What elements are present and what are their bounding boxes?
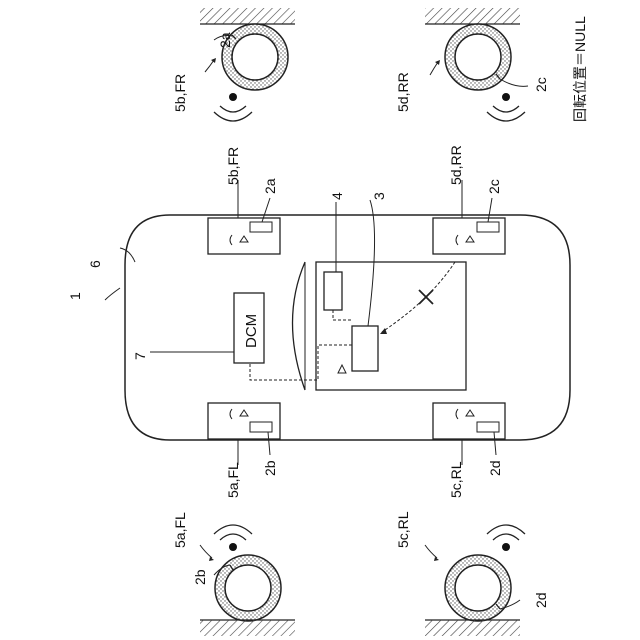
ground-hatch-rr [425,8,520,24]
label-ref-7: 7 [132,352,148,360]
label-2a-body: 2a [262,178,278,194]
ground-hatch-rl [425,620,520,636]
signal-wave-fr-1 [220,106,246,112]
tire-rr-top [425,8,528,121]
tire-fr-top [200,8,295,121]
signal-wave-fl-2 [214,525,252,534]
sensor-dot-rr [502,93,510,101]
label-2c-top: 2c [533,77,549,92]
label-5a-fl-bottom: 5a,FL [172,512,188,548]
label-5b-fr-body: 5b,FR [225,147,241,185]
label-5a-fl-body: 5a,FL [225,462,241,498]
signal-wave-rl-2 [487,525,525,534]
label-5d-rr-top: 5d,RR [395,72,411,112]
label-5c-rl-body: 5c,RL [448,461,464,498]
tire-inner-fr [232,34,278,80]
signal-wave-fl-1 [220,534,246,540]
label-5b-fr-top: 5b,FR [172,74,188,112]
tire-rl-bottom [425,525,525,636]
vehicle [105,180,570,465]
signal-wave-rl-1 [493,534,519,540]
label-2b-bottom: 2b [192,569,208,585]
sensor-dot-fl [229,543,237,551]
signal-wave-rr-2 [487,112,525,121]
label-5c-rl-bottom: 5c,RL [395,511,411,548]
sensor-dot-rl [502,543,510,551]
sensor-dot-fr [229,93,237,101]
label-ref-3: 3 [371,192,387,200]
label-ref-6: 6 [87,260,103,268]
label-ref-4: 4 [329,192,345,200]
ground-hatch-fr [200,8,295,24]
signal-wave-fr-2 [214,112,252,121]
tire-inner-rr [455,34,501,80]
signal-wave-rr-1 [493,106,519,112]
label-2d-bottom: 2d [533,592,549,608]
label-2a-top: 2a [217,32,233,48]
label-5d-rr-body: 5d,RR [448,145,464,185]
label-2b-body: 2b [262,460,278,476]
dcm-label: DCM [243,314,260,348]
ground-hatch-fl [200,620,295,636]
tire-inner-rl [455,565,501,611]
rotation-note: 回転位置＝NULL [572,16,588,122]
label-ref-1: 1 [67,292,83,300]
label-2d-body: 2d [487,460,503,476]
tire-inner-fl [225,565,271,611]
vehicle-outline [125,215,570,440]
label-2c-body: 2c [486,179,502,194]
tire-fl-bottom [200,525,295,636]
